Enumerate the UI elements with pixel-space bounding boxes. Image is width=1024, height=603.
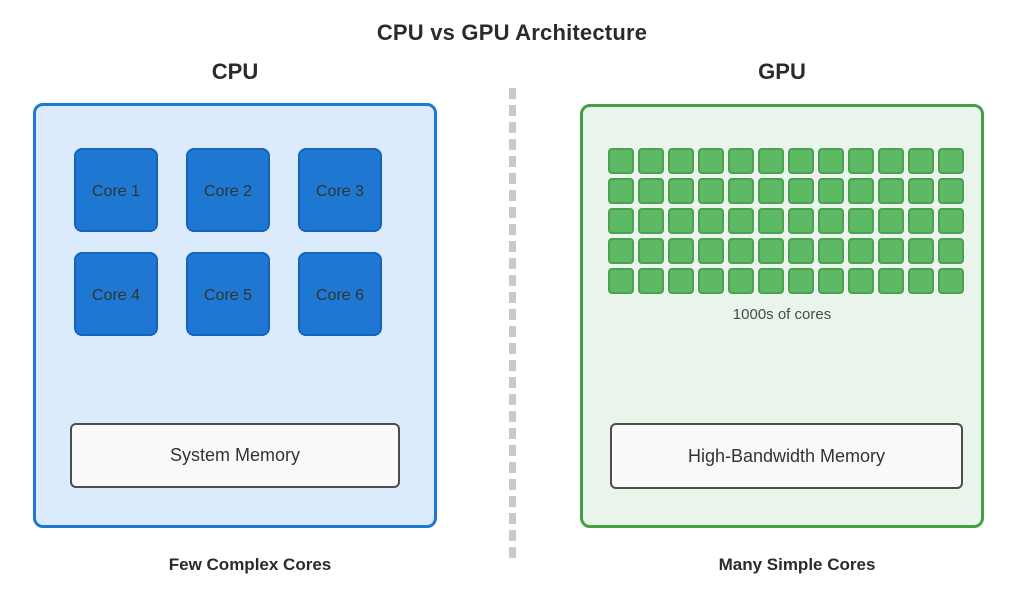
- gpu-core: [728, 208, 754, 234]
- divider-dashed-line: [509, 88, 516, 558]
- gpu-core: [788, 208, 814, 234]
- gpu-core: [908, 238, 934, 264]
- high-bandwidth-memory-box: High-Bandwidth Memory: [610, 423, 963, 489]
- gpu-core: [758, 148, 784, 174]
- gpu-core: [818, 268, 844, 294]
- cpu-caption: Few Complex Cores: [168, 555, 332, 574]
- gpu-core: [668, 208, 694, 234]
- gpu-core: [638, 148, 664, 174]
- cpu-section-label: CPU: [211, 59, 259, 84]
- gpu-core: [638, 178, 664, 204]
- gpu-core: [698, 148, 724, 174]
- gpu-core: [668, 178, 694, 204]
- cpu-core: Core 6: [298, 252, 382, 336]
- gpu-core: [788, 148, 814, 174]
- gpu-core: [758, 208, 784, 234]
- cpu-core: Core 4: [74, 252, 158, 336]
- gpu-core: [878, 148, 904, 174]
- gpu-core: [818, 238, 844, 264]
- gpu-core: [758, 238, 784, 264]
- gpu-core: [728, 178, 754, 204]
- gpu-core: [878, 208, 904, 234]
- gpu-core: [668, 268, 694, 294]
- cpu-core: Core 5: [186, 252, 270, 336]
- gpu-core: [938, 268, 964, 294]
- diagram-title: CPU vs GPU Architecture: [376, 20, 648, 45]
- gpu-core: [638, 238, 664, 264]
- system-memory-box: System Memory: [70, 423, 400, 488]
- gpu-core: [608, 148, 634, 174]
- gpu-box: 1000s of cores High-Bandwidth Memory: [580, 104, 984, 528]
- gpu-core: [608, 178, 634, 204]
- gpu-core: [818, 148, 844, 174]
- cpu-core: Core 1: [74, 148, 158, 232]
- gpu-core: [908, 148, 934, 174]
- gpu-core: [698, 238, 724, 264]
- gpu-core: [638, 208, 664, 234]
- gpu-core: [848, 268, 874, 294]
- gpu-core: [848, 208, 874, 234]
- gpu-core: [608, 268, 634, 294]
- gpu-core: [818, 208, 844, 234]
- gpu-core: [938, 208, 964, 234]
- gpu-cores-caption: 1000s of cores: [732, 306, 832, 323]
- gpu-core: [608, 238, 634, 264]
- gpu-core: [728, 238, 754, 264]
- gpu-section-label: GPU: [758, 59, 806, 84]
- gpu-core: [668, 238, 694, 264]
- gpu-core: [878, 268, 904, 294]
- gpu-core: [938, 178, 964, 204]
- gpu-core: [938, 238, 964, 264]
- gpu-core: [638, 268, 664, 294]
- gpu-core: [728, 268, 754, 294]
- gpu-core: [698, 178, 724, 204]
- high-bandwidth-memory-label: High-Bandwidth Memory: [687, 445, 886, 466]
- cpu-core: Core 2: [186, 148, 270, 232]
- gpu-core: [878, 238, 904, 264]
- system-memory-label: System Memory: [169, 445, 301, 465]
- cpu-core-grid: Core 1 Core 2 Core 3 Core 4 Core 5 Core 6: [74, 148, 382, 336]
- gpu-core: [608, 208, 634, 234]
- gpu-core: [758, 178, 784, 204]
- gpu-core: [908, 268, 934, 294]
- gpu-core: [698, 208, 724, 234]
- cpu-box: Core 1 Core 2 Core 3 Core 4 Core 5 Core 6 Sys…: [33, 103, 437, 528]
- cpu-core: Core 3: [298, 148, 382, 232]
- gpu-core: [848, 178, 874, 204]
- gpu-core: [788, 268, 814, 294]
- gpu-core: [848, 238, 874, 264]
- gpu-core: [788, 178, 814, 204]
- gpu-core: [698, 268, 724, 294]
- gpu-core: [938, 148, 964, 174]
- gpu-core: [668, 148, 694, 174]
- gpu-core: [818, 178, 844, 204]
- gpu-core: [788, 238, 814, 264]
- gpu-caption: Many Simple Cores: [718, 555, 876, 574]
- gpu-core: [848, 148, 874, 174]
- gpu-core: [878, 178, 904, 204]
- gpu-core: [908, 208, 934, 234]
- gpu-core: [908, 178, 934, 204]
- gpu-core: [758, 268, 784, 294]
- gpu-core: [728, 148, 754, 174]
- gpu-core-grid: [608, 148, 964, 294]
